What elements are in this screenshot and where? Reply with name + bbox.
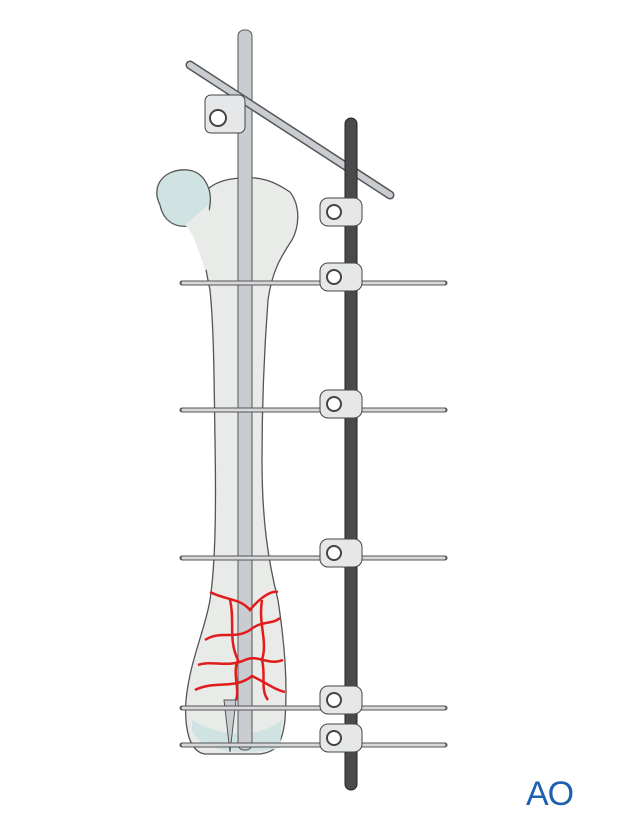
pin-clamp	[319, 723, 363, 753]
fracture-lines	[194, 590, 286, 701]
femoral-neck	[185, 205, 220, 270]
schanz-pins	[179, 280, 448, 748]
pin-clamp	[319, 685, 363, 715]
intramedullary-pin	[237, 29, 253, 751]
femoral-head	[156, 169, 211, 228]
pin-clamp	[319, 262, 363, 292]
ao-logo: AO	[526, 775, 574, 813]
pin-clamp	[319, 389, 363, 419]
pin-clamp	[319, 197, 363, 227]
pin-tip	[223, 699, 237, 753]
pin-clamp	[319, 538, 363, 568]
